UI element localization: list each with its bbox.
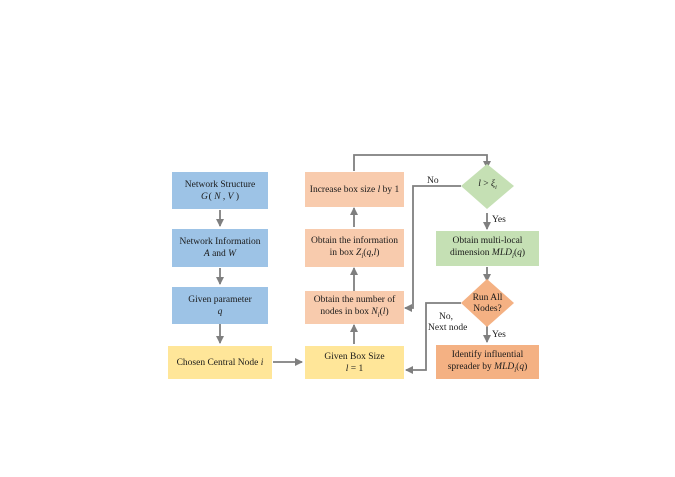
edge-label-no: No (427, 176, 439, 186)
network-structure-title: Network Structure (184, 179, 256, 190)
given-box-size-formula: l = 1 (345, 363, 364, 374)
network-information-vars: A and W (203, 249, 237, 259)
network-information-box: Network Information A and W (172, 229, 268, 267)
increase-box-size-box: Increase box size l by 1 (305, 172, 404, 207)
obtain-number-nodes-formula: nodes in box Ni(l) (320, 307, 389, 319)
decision-diamond-l (461, 164, 514, 209)
decision-all-nodes-line2: Nodes? (473, 304, 502, 314)
arrow-decision-no-to-number (404, 185, 461, 312)
given-parameter-var: q (217, 306, 223, 317)
arrow-increase-to-decision (353, 154, 491, 171)
given-parameter-box: Given parameter q (172, 287, 268, 324)
decision-l-text: l > ξi (478, 178, 497, 191)
given-parameter-title: Given parameter (188, 294, 252, 305)
network-structure-formula: G ( N , V ) (200, 191, 240, 202)
obtain-information-box: Obtain the information in box Zi(q,l) (305, 229, 404, 267)
obtain-number-nodes-title: Obtain the number of (313, 295, 396, 306)
edge-label-no-next-1: No, (439, 312, 453, 322)
obtain-information-formula: in box Zi(q,l) (329, 247, 380, 260)
obtain-mld-title: Obtain multi-local (452, 236, 523, 247)
decision-diamond-all-nodes (461, 279, 514, 327)
chosen-central-node-label: Chosen Central Node i (176, 357, 264, 368)
identify-spreader-formula: spreader by MLDi(q) (447, 361, 528, 374)
chosen-central-node-box: Chosen Central Node i (168, 346, 272, 379)
given-box-size-box: Given Box Size l = 1 (305, 346, 404, 379)
obtain-number-nodes-box: Obtain the number of nodes in box Ni(l) (305, 291, 404, 324)
edge-label-yes-2: Yes (492, 330, 506, 340)
decision-all-nodes-text: Run All Nodes? (461, 292, 514, 316)
arrow-decision-all-no-to-box-size (405, 302, 461, 374)
obtain-information-title: Obtain the information (310, 235, 399, 246)
edge-label-yes-1: Yes (492, 215, 506, 225)
network-information-title: Network Information (179, 237, 261, 247)
given-box-size-title: Given Box Size (324, 351, 385, 362)
identify-spreader-box: Identify influential spreader by MLDi(q) (436, 345, 539, 379)
identify-spreader-title: Identify influential (451, 349, 524, 360)
network-structure-box: Network Structure G ( N , V ) (172, 172, 268, 209)
edge-label-no-next-2: Next node (428, 323, 468, 333)
increase-box-size-label: Increase box size l by 1 (309, 184, 400, 195)
obtain-mld-box: Obtain multi-local dimension MLDi(q) (436, 231, 539, 266)
decision-all-nodes-line1: Run All (472, 293, 503, 303)
obtain-mld-formula: dimension MLDi(q) (449, 248, 526, 260)
